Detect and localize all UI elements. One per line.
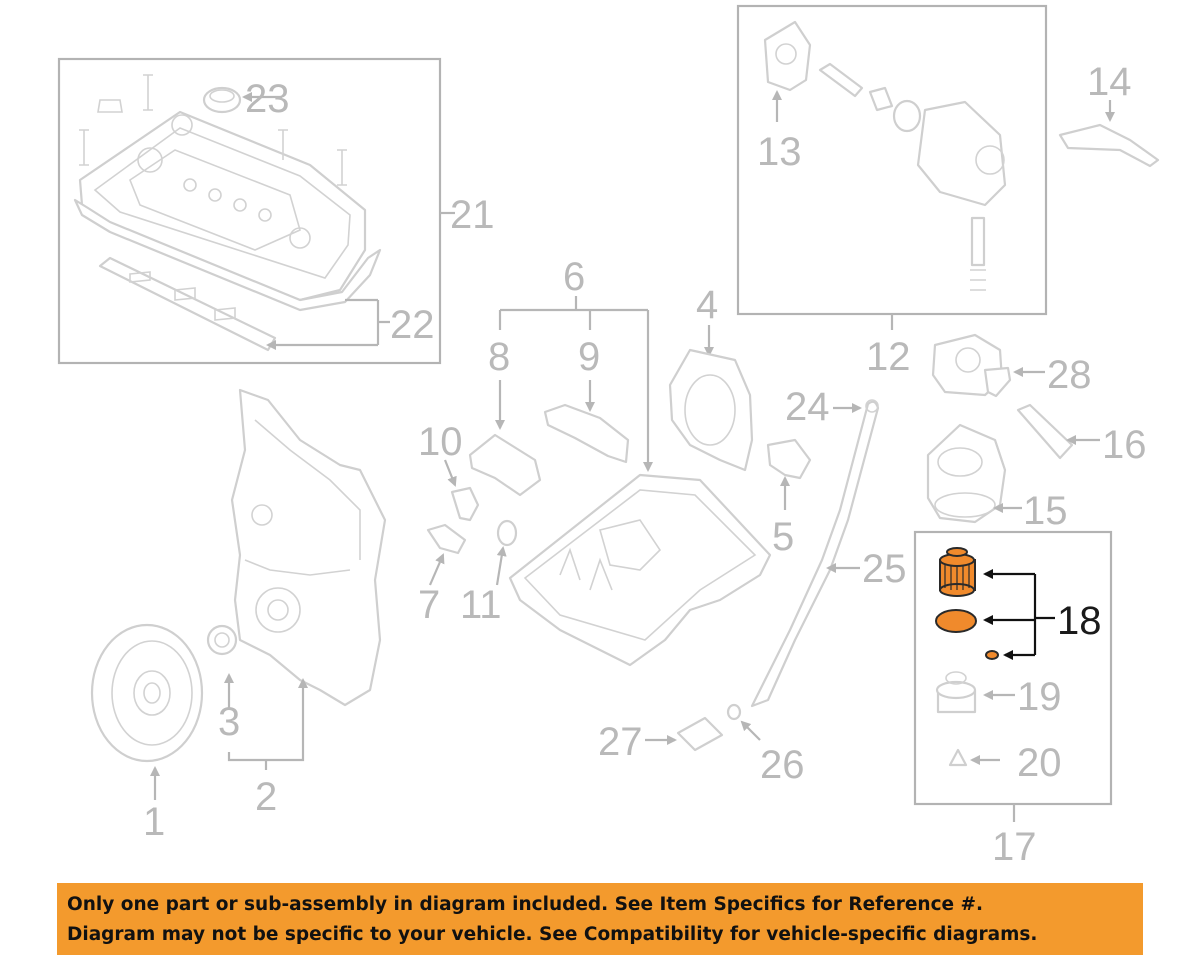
oil-bracket xyxy=(468,433,542,497)
dipstick-group: 24 25 27 26 xyxy=(598,385,907,787)
oil-pump-group: 13 12 xyxy=(736,4,1048,379)
valve-cover-group: 23 21 22 xyxy=(57,57,495,365)
callout-24: 24 xyxy=(785,385,830,429)
filter-o-ring xyxy=(985,650,999,660)
callout-9: 9 xyxy=(578,335,600,379)
callout-3: 3 xyxy=(218,700,240,744)
callout-22: 22 xyxy=(390,303,435,347)
callout-10: 10 xyxy=(418,420,463,464)
callout-14: 14 xyxy=(1087,60,1132,104)
parts-diagram: 23 21 22 1 3 2 6 8 9 10 xyxy=(57,4,1160,869)
oil-cooler-group: 28 16 15 xyxy=(926,333,1147,533)
pump-gear-small xyxy=(868,86,894,112)
pump-shaft xyxy=(818,62,864,98)
callout-7: 7 xyxy=(418,583,440,627)
front-seal xyxy=(206,624,238,656)
callout-23: 23 xyxy=(245,77,290,121)
rear-oil-seal-housing xyxy=(668,348,754,472)
bracket-14-group: 14 xyxy=(1058,60,1160,168)
filter-housing xyxy=(926,423,1007,524)
o-ring xyxy=(726,703,742,721)
callout-6: 6 xyxy=(563,255,585,299)
oil-filter-group: 18 19 20 17 xyxy=(913,530,1113,869)
oil-pan-group: 6 8 9 10 7 11 xyxy=(418,255,772,667)
callout-11: 11 xyxy=(460,583,502,627)
oil-cooler-gasket xyxy=(1016,403,1074,460)
pump-gear xyxy=(892,99,922,133)
oil-baffle xyxy=(543,403,630,464)
callout-27: 27 xyxy=(598,720,643,764)
callout-8: 8 xyxy=(488,335,510,379)
rear-housing-group: 4 5 xyxy=(668,283,812,559)
callout-28: 28 xyxy=(1047,353,1092,397)
callout-17: 17 xyxy=(992,825,1037,869)
drain-plug xyxy=(948,748,968,767)
callout-12: 12 xyxy=(866,335,911,379)
crankshaft-pulley xyxy=(90,623,204,763)
oil-filter-element xyxy=(939,547,976,597)
valve-cover-box xyxy=(57,57,442,365)
relief-valve xyxy=(970,216,986,267)
callout-21: 21 xyxy=(450,193,495,237)
callout-13: 13 xyxy=(757,130,802,174)
oil-baffle-bracket xyxy=(1058,123,1160,168)
cover-bolts xyxy=(79,74,347,186)
drain-plug-washer xyxy=(496,519,518,547)
callout-1: 1 xyxy=(143,800,165,844)
oil-jet xyxy=(426,523,467,555)
disclaimer-line-2: Diagram may not be specific to your vehi… xyxy=(67,924,1038,945)
callout-4: 4 xyxy=(696,283,718,327)
filter-gasket xyxy=(935,609,977,633)
callout-26: 26 xyxy=(760,743,805,787)
callout-15: 15 xyxy=(1023,489,1068,533)
callout-19: 19 xyxy=(1017,675,1062,719)
callout-5: 5 xyxy=(772,515,794,559)
front-cover-group: 1 3 2 xyxy=(90,388,387,844)
oil-filler-cap xyxy=(202,86,242,114)
timing-cover xyxy=(230,388,387,707)
oil-pressure-switch xyxy=(450,486,480,522)
callout-20: 20 xyxy=(1017,741,1062,785)
callout-18: 18 xyxy=(1057,599,1102,643)
callout-25: 25 xyxy=(862,547,907,591)
pump-body xyxy=(916,100,1007,207)
disclaimer-banner: Only one part or sub-assembly in diagram… xyxy=(57,883,1143,955)
pump-cover-plate xyxy=(763,20,812,92)
callout-2: 2 xyxy=(255,775,277,819)
mount-bracket xyxy=(766,438,812,480)
disclaimer-line-1: Only one part or sub-assembly in diagram… xyxy=(67,894,984,915)
valve-cover-gasket xyxy=(73,198,382,312)
callout-16: 16 xyxy=(1102,423,1147,467)
dipstick-tube-seal xyxy=(676,716,724,752)
